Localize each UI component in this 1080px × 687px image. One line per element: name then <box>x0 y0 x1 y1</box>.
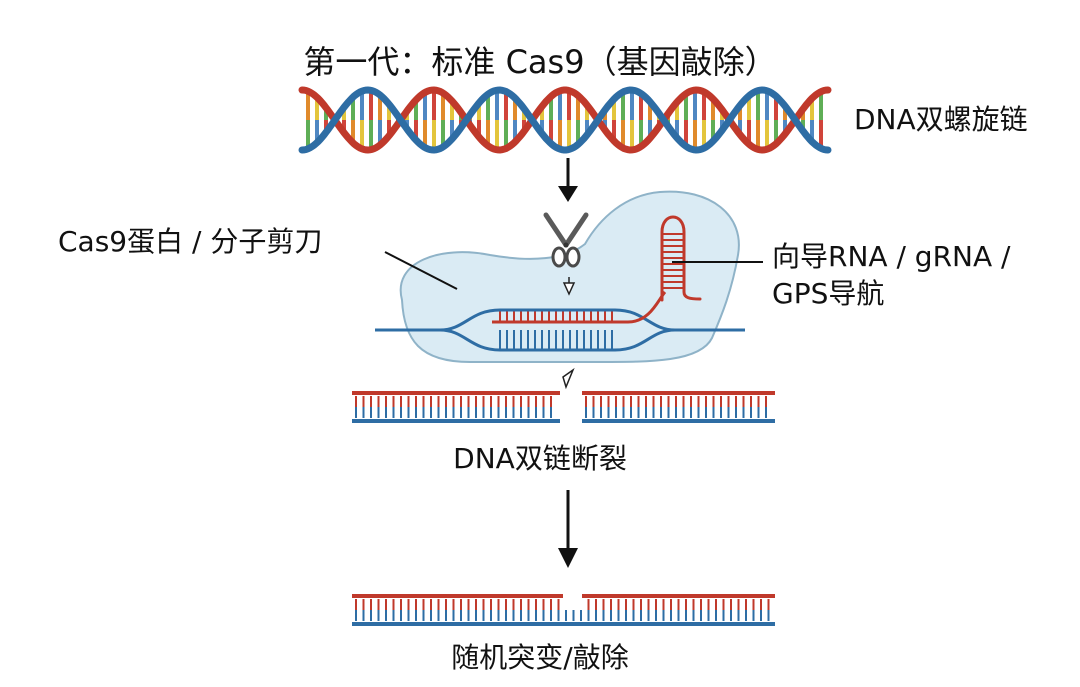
helix-strand-blue <box>298 86 832 154</box>
cas9-pointer-line <box>384 251 458 290</box>
cas9-protein-body <box>399 190 740 363</box>
repaired-base-pairs <box>355 599 770 621</box>
cut-marker-icon <box>562 277 576 296</box>
broken-dna-strands <box>352 391 775 423</box>
unwound-dna <box>375 291 745 352</box>
guide-rna-hairpin <box>660 215 702 302</box>
hairpin-base-pairs <box>662 233 684 289</box>
inner-base-pairs <box>499 310 613 350</box>
down-arrow-icon <box>558 158 578 202</box>
cut-marker-icon <box>562 367 575 390</box>
guide-rna-label-line1: 向导RNA / gRNA / <box>772 240 1011 273</box>
broken-right-base-pairs <box>585 396 767 418</box>
guide-rna-label-line2: GPS导航 <box>772 276 885 310</box>
dna-helix-label: DNA双螺旋链 <box>854 103 1028 136</box>
guide-rna-label: 向导RNA / gRNA / GPS导航 <box>772 239 1010 313</box>
diagram-title: 第一代：标准 Cas9（基因敲除） <box>303 43 777 81</box>
inner-dna-bottom-strand <box>439 328 676 352</box>
double-strand-break-label: DNA双链断裂 <box>453 442 627 475</box>
dna-double-helix <box>298 86 832 154</box>
scissors-icon <box>543 212 589 268</box>
inner-dna-top-strand <box>375 308 745 332</box>
down-arrow-icon <box>558 490 578 568</box>
cas9-protein-label: Cas9蛋白 / 分子剪刀 <box>58 225 323 258</box>
helix-strand-red <box>298 86 832 154</box>
result-label: 随机突变/敲除 <box>451 641 629 674</box>
hairpin-strand <box>660 215 702 302</box>
repaired-dna-strands <box>352 594 775 626</box>
broken-left-base-pairs <box>355 396 552 418</box>
